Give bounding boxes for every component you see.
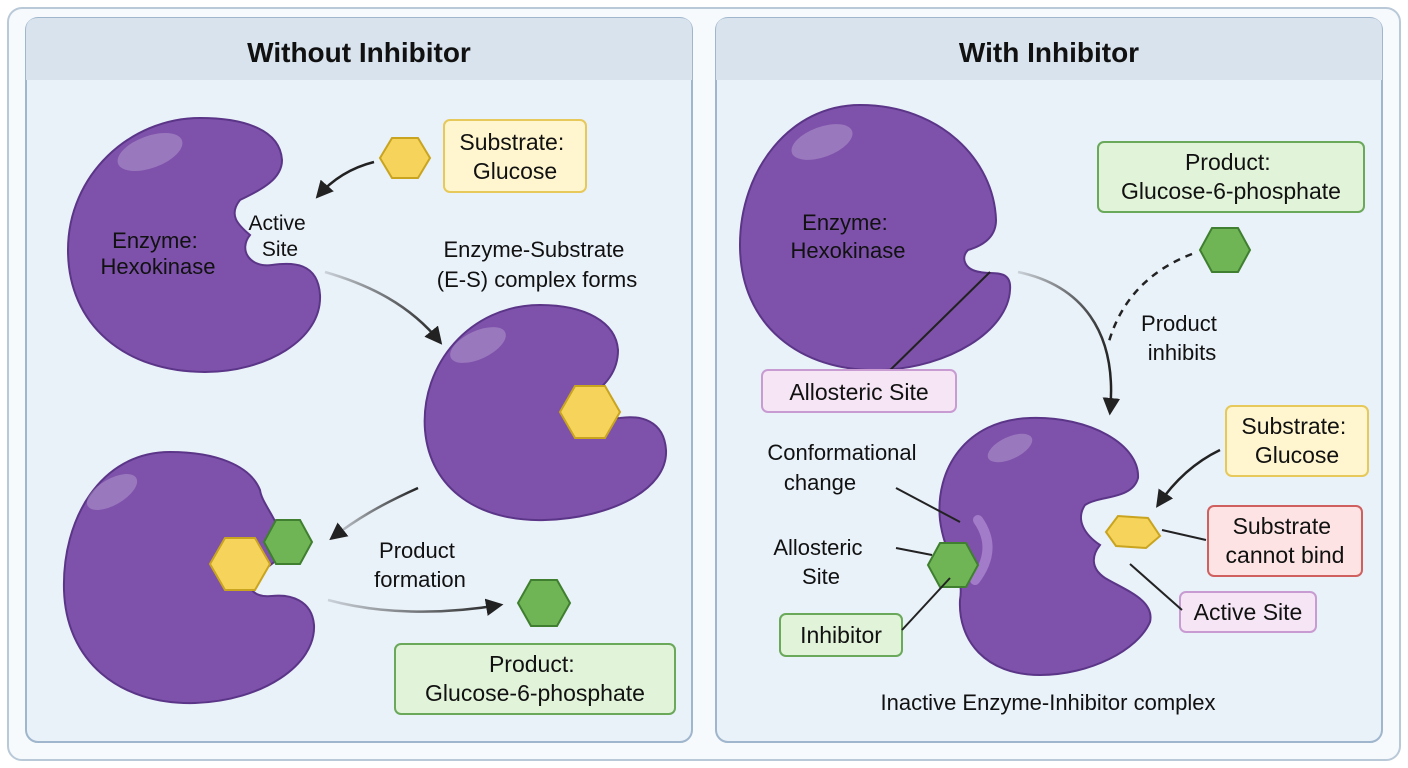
left-panel: Without Inhibitor Enzyme: Hexokinase Act… [25,17,693,743]
right-panel-header [716,18,1382,80]
left-panel-header [26,18,692,80]
es-formation-arrow [324,270,443,345]
product-feedback-dashed-line [1106,252,1193,346]
inhibitor-box [779,613,903,657]
cannot-bind-label: Substrate cannot bind [1226,513,1345,568]
active-site-label: Active Site [248,212,311,261]
cannot-bind-pointer [1161,529,1207,541]
right-panel: With Inhibitor Enzyme: Hexokinase Produc… [715,17,1383,743]
conformational-change-label: Conformational change [767,440,922,495]
product-formation-arrow [329,486,419,541]
allosteric-site-pointer [879,271,991,381]
conformational-change-arrow [1017,270,1121,416]
es-complex-label: Enzyme-Substrate (E-S) complex forms [437,237,637,292]
substrate-binding-arrow [315,160,375,199]
product-label-box [394,643,676,715]
enzyme-hexokinase-free [66,116,322,374]
product-inhibitor-hexagon [1198,227,1252,273]
active-site-pointer [1129,563,1183,611]
right-panel-title: With Inhibitor [959,37,1139,68]
product-formation-label: Product formation [374,538,466,592]
product-in-enzyme-hexagon [262,519,314,565]
active-site-box [1179,591,1317,633]
substrate-approach-arrow [1156,448,1221,508]
product-release-arrow [327,598,504,616]
enzyme-hexokinase-regulated [738,103,1012,372]
allosteric-site-box [761,369,957,413]
product-released-hexagon [516,579,572,627]
cannot-bind-box [1207,505,1363,577]
left-enzyme-label: Enzyme: Hexokinase [101,228,216,279]
allosteric-site-label: Allosteric Site [773,535,868,589]
right-product-label: Product: Glucose-6-phosphate [1121,149,1341,204]
substrate-glucose-hexagon [378,137,432,179]
right-substrate-label-box [1225,405,1369,477]
enzyme-product-complex [62,450,316,705]
bound-substrate-hexagon [558,385,622,439]
product-inhibits-label: Product inhibits [1141,311,1223,365]
substrate-in-enzyme-hexagon [208,537,272,591]
right-product-label-box [1097,141,1365,213]
allosteric-site-label-pointer [895,547,933,556]
right-substrate-label: Substrate: Glucose [1241,413,1352,468]
left-panel-title: Without Inhibitor [247,37,471,68]
product-label: Product: Glucose-6-phosphate [425,651,645,706]
bound-inhibitor-hexagon [926,542,980,588]
complex-caption: Inactive Enzyme-Inhibitor complex [880,690,1215,715]
inactive-enzyme-inhibitor-complex [926,416,1152,677]
blocked-substrate-hexagon [1104,514,1162,550]
conformational-change-pointer [895,487,961,523]
substrate-label: Substrate: Glucose [459,129,570,184]
substrate-label-box [443,119,587,193]
enzyme-substrate-complex [423,303,668,522]
active-site-box-label: Active Site [1194,599,1303,625]
allosteric-site-box-label: Allosteric Site [789,379,928,405]
right-enzyme-label: Enzyme: Hexokinase [791,210,906,263]
inhibitor-label: Inhibitor [800,622,882,648]
inhibitor-pointer [901,577,951,631]
